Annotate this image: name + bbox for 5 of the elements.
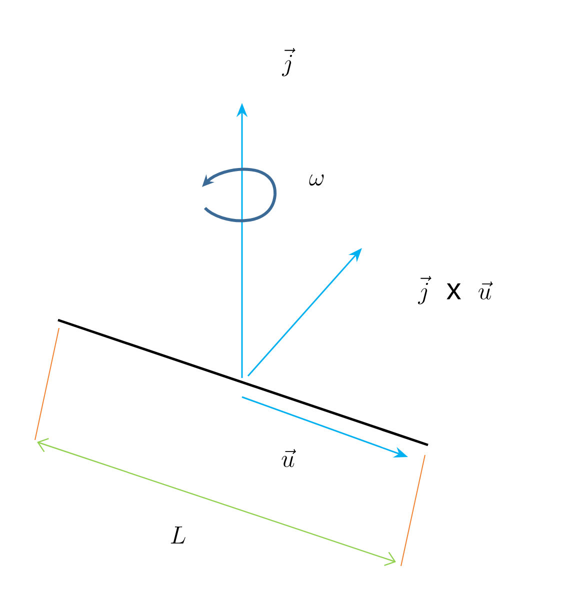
formula-label: $L$ <box>170 526 186 544</box>
formula-label: $\omega$ <box>309 174 324 186</box>
formula-label: $\vec{j}\ \ \mathrm{x}\ \ \vec{u}$ <box>418 276 493 304</box>
formula-label: $\vec{j}$ <box>282 48 296 76</box>
formula-label: $\vec{u}$ <box>282 449 296 468</box>
